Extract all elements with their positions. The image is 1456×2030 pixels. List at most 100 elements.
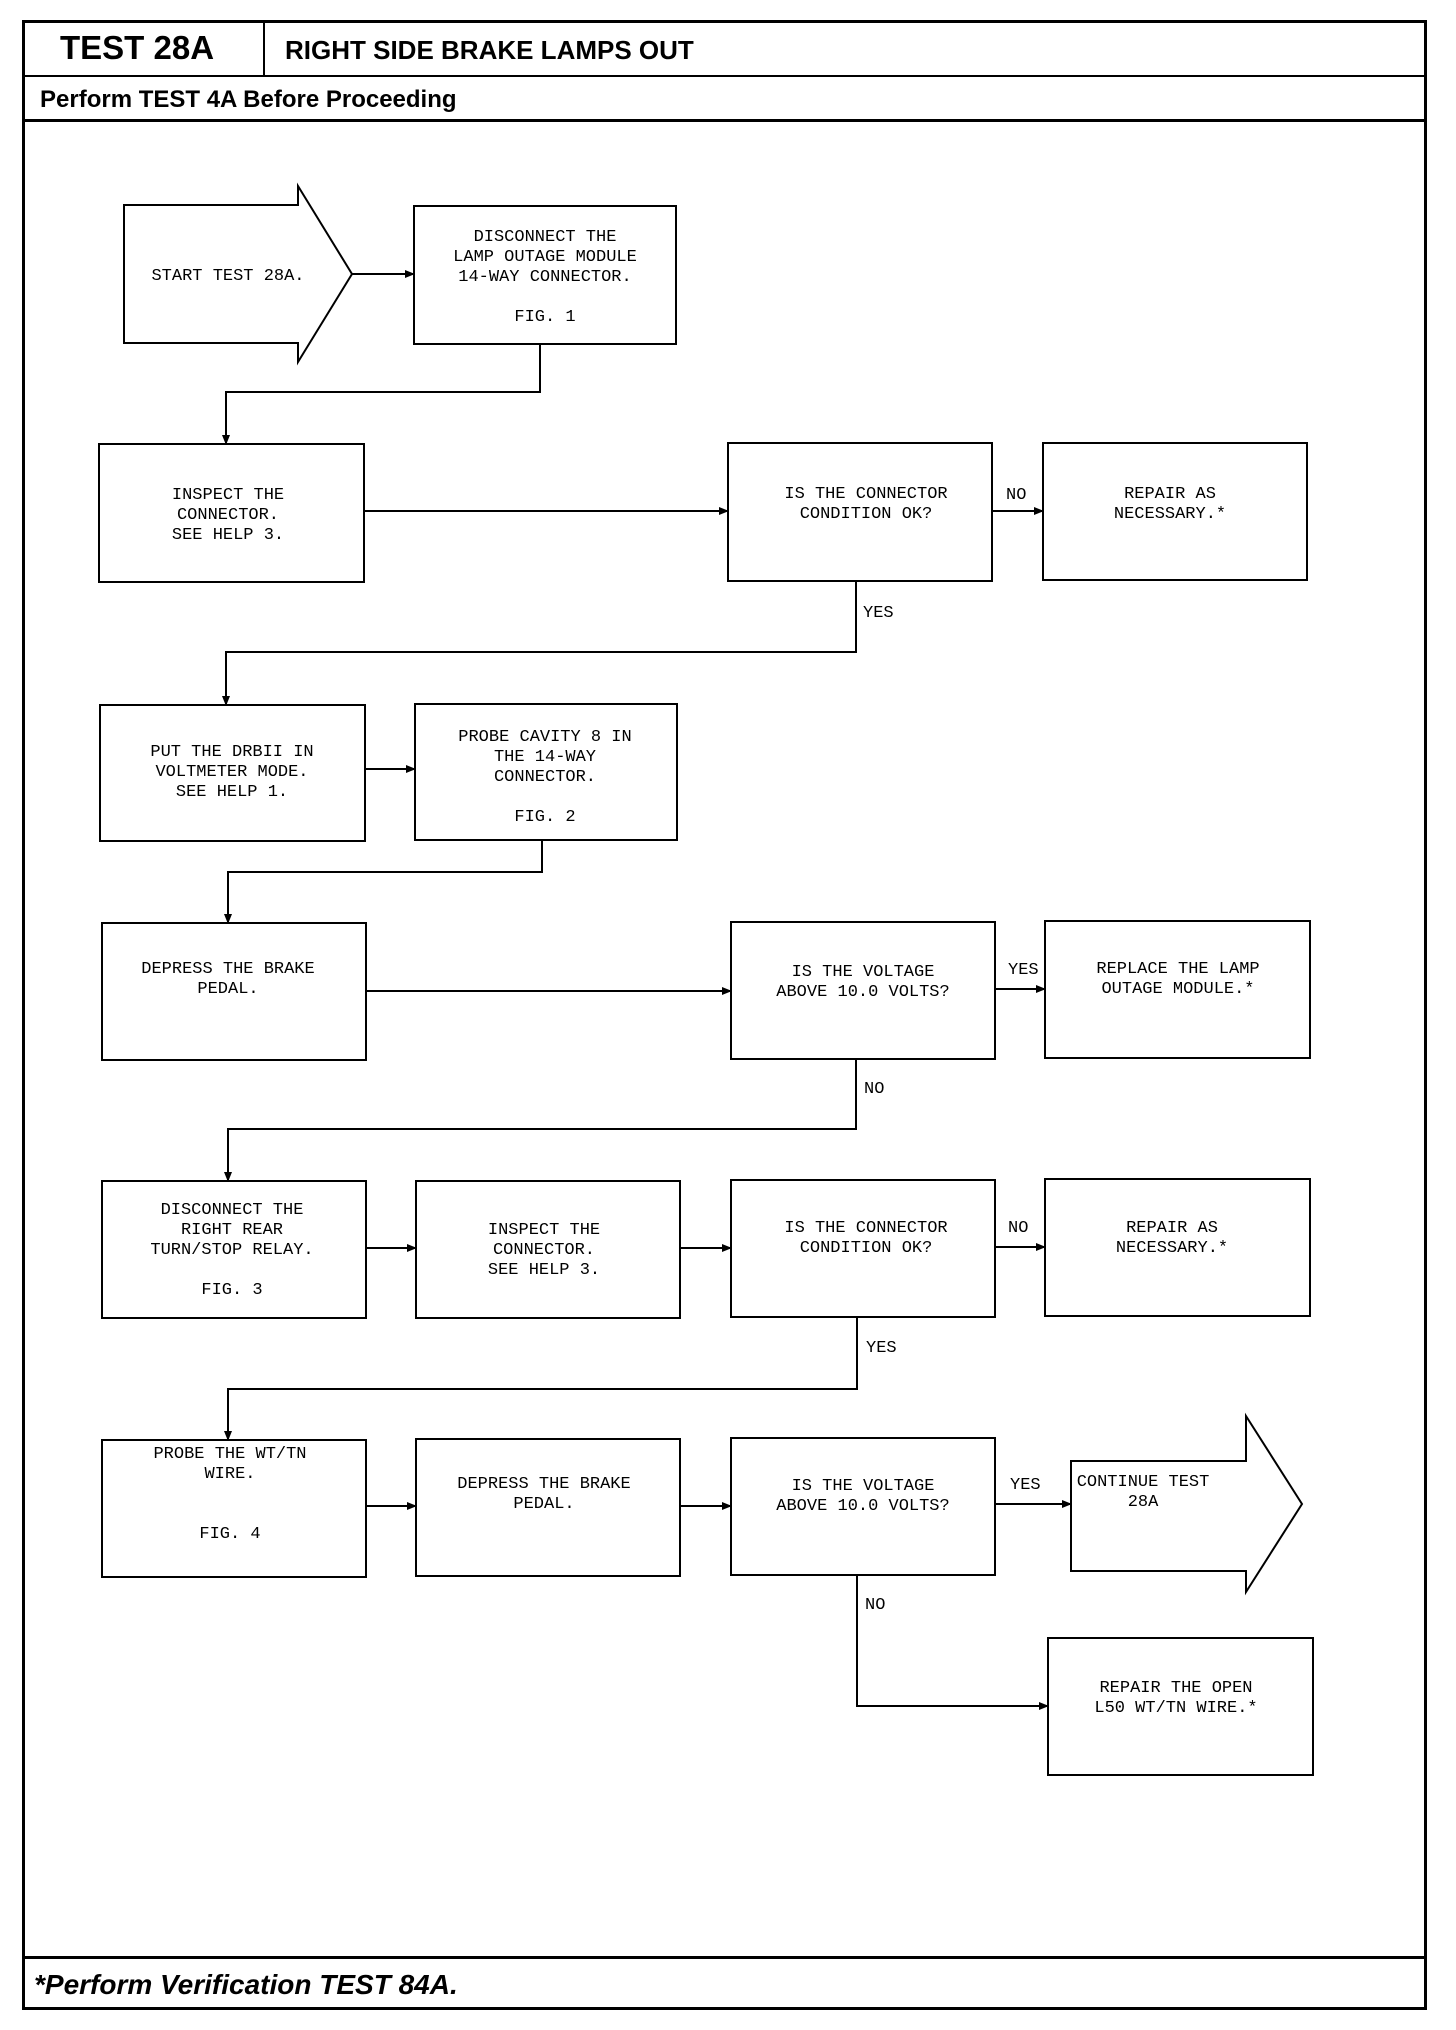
repair-2-box <box>1044 1178 1311 1317</box>
node-line: IS THE VOLTAGE <box>792 1477 935 1496</box>
connector-6 <box>856 1575 1049 1710</box>
node-line: SEE HELP 1. <box>176 783 288 802</box>
decision-voltage-2-box <box>730 1437 996 1576</box>
repair-1-box <box>1042 442 1308 581</box>
node-line: PROBE THE WT/TN <box>153 1445 306 1464</box>
node-line: PEDAL. <box>513 1495 574 1514</box>
start-arrow-shape <box>123 182 354 366</box>
subheader-row: Perform TEST 4A Before Proceeding <box>22 77 1427 122</box>
footer-row: *Perform Verification TEST 84A. <box>22 1956 1427 2010</box>
node-line: TURN/STOP RELAY. <box>150 1241 313 1260</box>
node-line: LAMP OUTAGE MODULE <box>453 248 637 267</box>
node-line: L50 WT/TN WIRE.* <box>1094 1699 1257 1718</box>
connector-3 <box>224 840 543 924</box>
node-line: INSPECT THE <box>488 1221 600 1240</box>
inspect-connector-2-box <box>415 1180 681 1319</box>
node-line: THE 14-WAY <box>494 748 596 767</box>
node-line: FIG. 4 <box>199 1525 260 1544</box>
label-yes-2: YES <box>1008 961 1039 980</box>
decision-voltage-1-box <box>730 921 996 1060</box>
node-line: PEDAL. <box>197 980 258 999</box>
label-no-3: NO <box>1008 1219 1028 1238</box>
node-line: REPAIR AS <box>1126 1219 1218 1238</box>
node-line: DEPRESS THE BRAKE <box>457 1475 630 1494</box>
node-line: CONNECTOR. <box>177 506 279 525</box>
disconnect-relay-box <box>101 1180 367 1319</box>
node-line: IS THE CONNECTOR <box>784 485 947 504</box>
node-line: VOLTMETER MODE. <box>155 763 308 782</box>
node-line: FIG. 2 <box>514 808 575 827</box>
node-line: CONNECTOR. <box>493 1241 595 1260</box>
node-line: START TEST 28A. <box>151 267 304 286</box>
node-line: INSPECT THE <box>172 486 284 505</box>
probe-cavity-box <box>414 703 678 841</box>
label-no-4: NO <box>865 1596 885 1615</box>
node-line: 14-WAY CONNECTOR. <box>458 268 631 287</box>
node-line: DISCONNECT THE <box>474 228 617 247</box>
start-text: START TEST 28A. <box>151 267 304 286</box>
node-line: REPAIR AS <box>1124 485 1216 504</box>
node-line: IS THE VOLTAGE <box>792 963 935 982</box>
page-title: RIGHT SIDE BRAKE LAMPS OUT <box>285 35 694 65</box>
label-yes-4: YES <box>1010 1476 1041 1495</box>
prerequisite-note: Perform TEST 4A Before Proceeding <box>40 86 457 113</box>
depress-pedal-2-box <box>415 1438 681 1577</box>
label-yes-1: YES <box>863 604 894 623</box>
node-line: IS THE CONNECTOR <box>784 1219 947 1238</box>
node-line: REPLACE THE LAMP <box>1096 960 1259 979</box>
node-line: SEE HELP 3. <box>488 1261 600 1280</box>
node-line: ABOVE 10.0 VOLTS? <box>776 983 949 1002</box>
node-line: CONDITION OK? <box>800 505 933 524</box>
node-line: RIGHT REAR <box>181 1221 283 1240</box>
connector-4 <box>224 1059 857 1182</box>
test-id: TEST 28A <box>22 20 265 75</box>
node-line: PUT THE DRBII IN <box>150 743 313 762</box>
node-line: ABOVE 10.0 VOLTS? <box>776 1497 949 1516</box>
node-line: SEE HELP 3. <box>172 526 284 545</box>
replace-lom-box <box>1044 920 1311 1059</box>
node-line: REPAIR THE OPEN <box>1099 1679 1252 1698</box>
continue-arrow-shape <box>1070 1412 1304 1596</box>
node-line: CONNECTOR. <box>494 768 596 787</box>
connector-1 <box>222 344 541 445</box>
label-yes-3: YES <box>866 1339 897 1358</box>
repair-open-box <box>1047 1637 1314 1776</box>
node-line: FIG. 1 <box>514 308 575 327</box>
node-line: OUTAGE MODULE.* <box>1101 980 1254 999</box>
node-line: WIRE. <box>204 1465 255 1484</box>
node-line: NECESSARY.* <box>1116 1239 1228 1258</box>
node-line: NECESSARY.* <box>1114 505 1226 524</box>
connector-2 <box>222 581 857 706</box>
node-line: 28A <box>1128 1493 1159 1512</box>
page-frame <box>22 20 1427 2010</box>
verification-note: *Perform Verification TEST 84A. <box>34 1969 458 2000</box>
node-line: FIG. 3 <box>201 1281 262 1300</box>
connector-5 <box>224 1317 858 1441</box>
decision-connector-2-box <box>730 1179 996 1318</box>
node-line: CONTINUE TEST <box>1077 1473 1210 1492</box>
node-line: DISCONNECT THE <box>161 1201 304 1220</box>
label-no-2: NO <box>864 1080 884 1099</box>
header-row: TEST 28A RIGHT SIDE BRAKE LAMPS OUT <box>22 20 1427 77</box>
node-line: PROBE CAVITY 8 IN <box>458 728 631 747</box>
probe-wire-box <box>101 1439 367 1578</box>
